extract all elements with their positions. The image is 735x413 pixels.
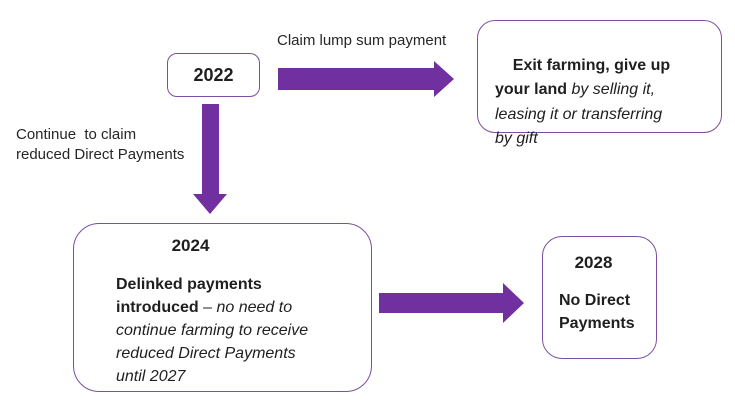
node-exit-farming-italic-text: by selling it, leasing it or transferrin… xyxy=(495,81,663,147)
node-2022: 2022 xyxy=(167,53,260,97)
node-2028-heading: 2028 xyxy=(574,253,613,272)
node-2022-label: 2022 xyxy=(193,64,234,85)
node-2024-italic-text: – no need to continue farming to receive… xyxy=(116,299,309,385)
arrow-claim-lump-sum-shaft xyxy=(278,68,434,90)
node-exit-farming: Exit farming, give up your land by selli… xyxy=(477,20,722,147)
arrow-to-2028-head xyxy=(503,283,524,323)
node-2024: 2024 Delinked payments introduced – no n… xyxy=(73,223,372,392)
node-2028-body: No Direct Payments xyxy=(559,292,635,332)
node-2024-bold-text: Delinked payments introduced xyxy=(116,276,262,316)
node-exit-farming-bold-text: Exit farming, give up your land xyxy=(495,56,671,99)
label-continue-reduced-payments: Continue to claim reduced Direct Payment… xyxy=(16,126,185,163)
arrow-continue-reduced-shaft xyxy=(202,104,219,194)
label-claim-lump-sum: Claim lump sum payment xyxy=(277,32,447,49)
node-2024-heading: 2024 xyxy=(171,236,210,255)
arrow-claim-lump-sum-head xyxy=(434,61,454,97)
arrow-continue-reduced-head xyxy=(193,194,227,214)
arrow-to-2028-shaft xyxy=(379,293,503,313)
node-2028: 2028 No Direct Payments xyxy=(542,236,657,359)
node-2024-body: Delinked payments introduced – no need t… xyxy=(116,273,321,388)
